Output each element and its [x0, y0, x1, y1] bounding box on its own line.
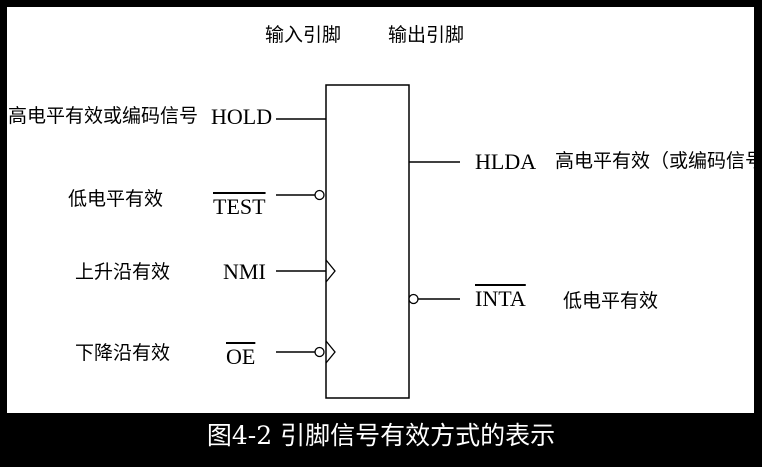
inta-desc: 低电平有效 — [563, 290, 659, 312]
oe-desc: 下降沿有效 — [75, 342, 171, 364]
circuit-lines — [276, 84, 460, 399]
nmi-desc: 上升沿有效 — [75, 261, 171, 283]
oe-pin-label: OE — [226, 344, 256, 369]
hlda-pin-label: HLDA — [475, 149, 537, 174]
oe-edge-symbol — [325, 340, 336, 364]
hold-pin-label: HOLD — [211, 104, 273, 129]
hold-desc: 高电平有效或编码信号 — [8, 105, 199, 127]
diagram-panel: 输入引脚 输出引脚 高电平有效或编码信号 低电平有效 上升沿有效 下降沿有效 H… — [7, 7, 762, 413]
test-desc: 低电平有效 — [68, 188, 164, 210]
inta-bubble — [408, 293, 419, 305]
nmi-pin-label: NMI — [223, 259, 266, 284]
oe-bubble — [314, 346, 325, 358]
nmi-edge-symbol — [325, 259, 336, 283]
output-pins-header: 输出引脚 — [388, 24, 465, 46]
chip-box — [325, 84, 410, 399]
hlda-desc: 高电平有效（或编码信号） — [555, 150, 762, 172]
test-pin-label: TEST — [213, 194, 266, 219]
input-pins-header: 输入引脚 — [265, 24, 342, 46]
inta-pin-label: INTA — [475, 286, 526, 311]
test-bubble — [314, 189, 325, 201]
figure-caption: 图4-2 引脚信号有效方式的表示 — [206, 421, 556, 450]
